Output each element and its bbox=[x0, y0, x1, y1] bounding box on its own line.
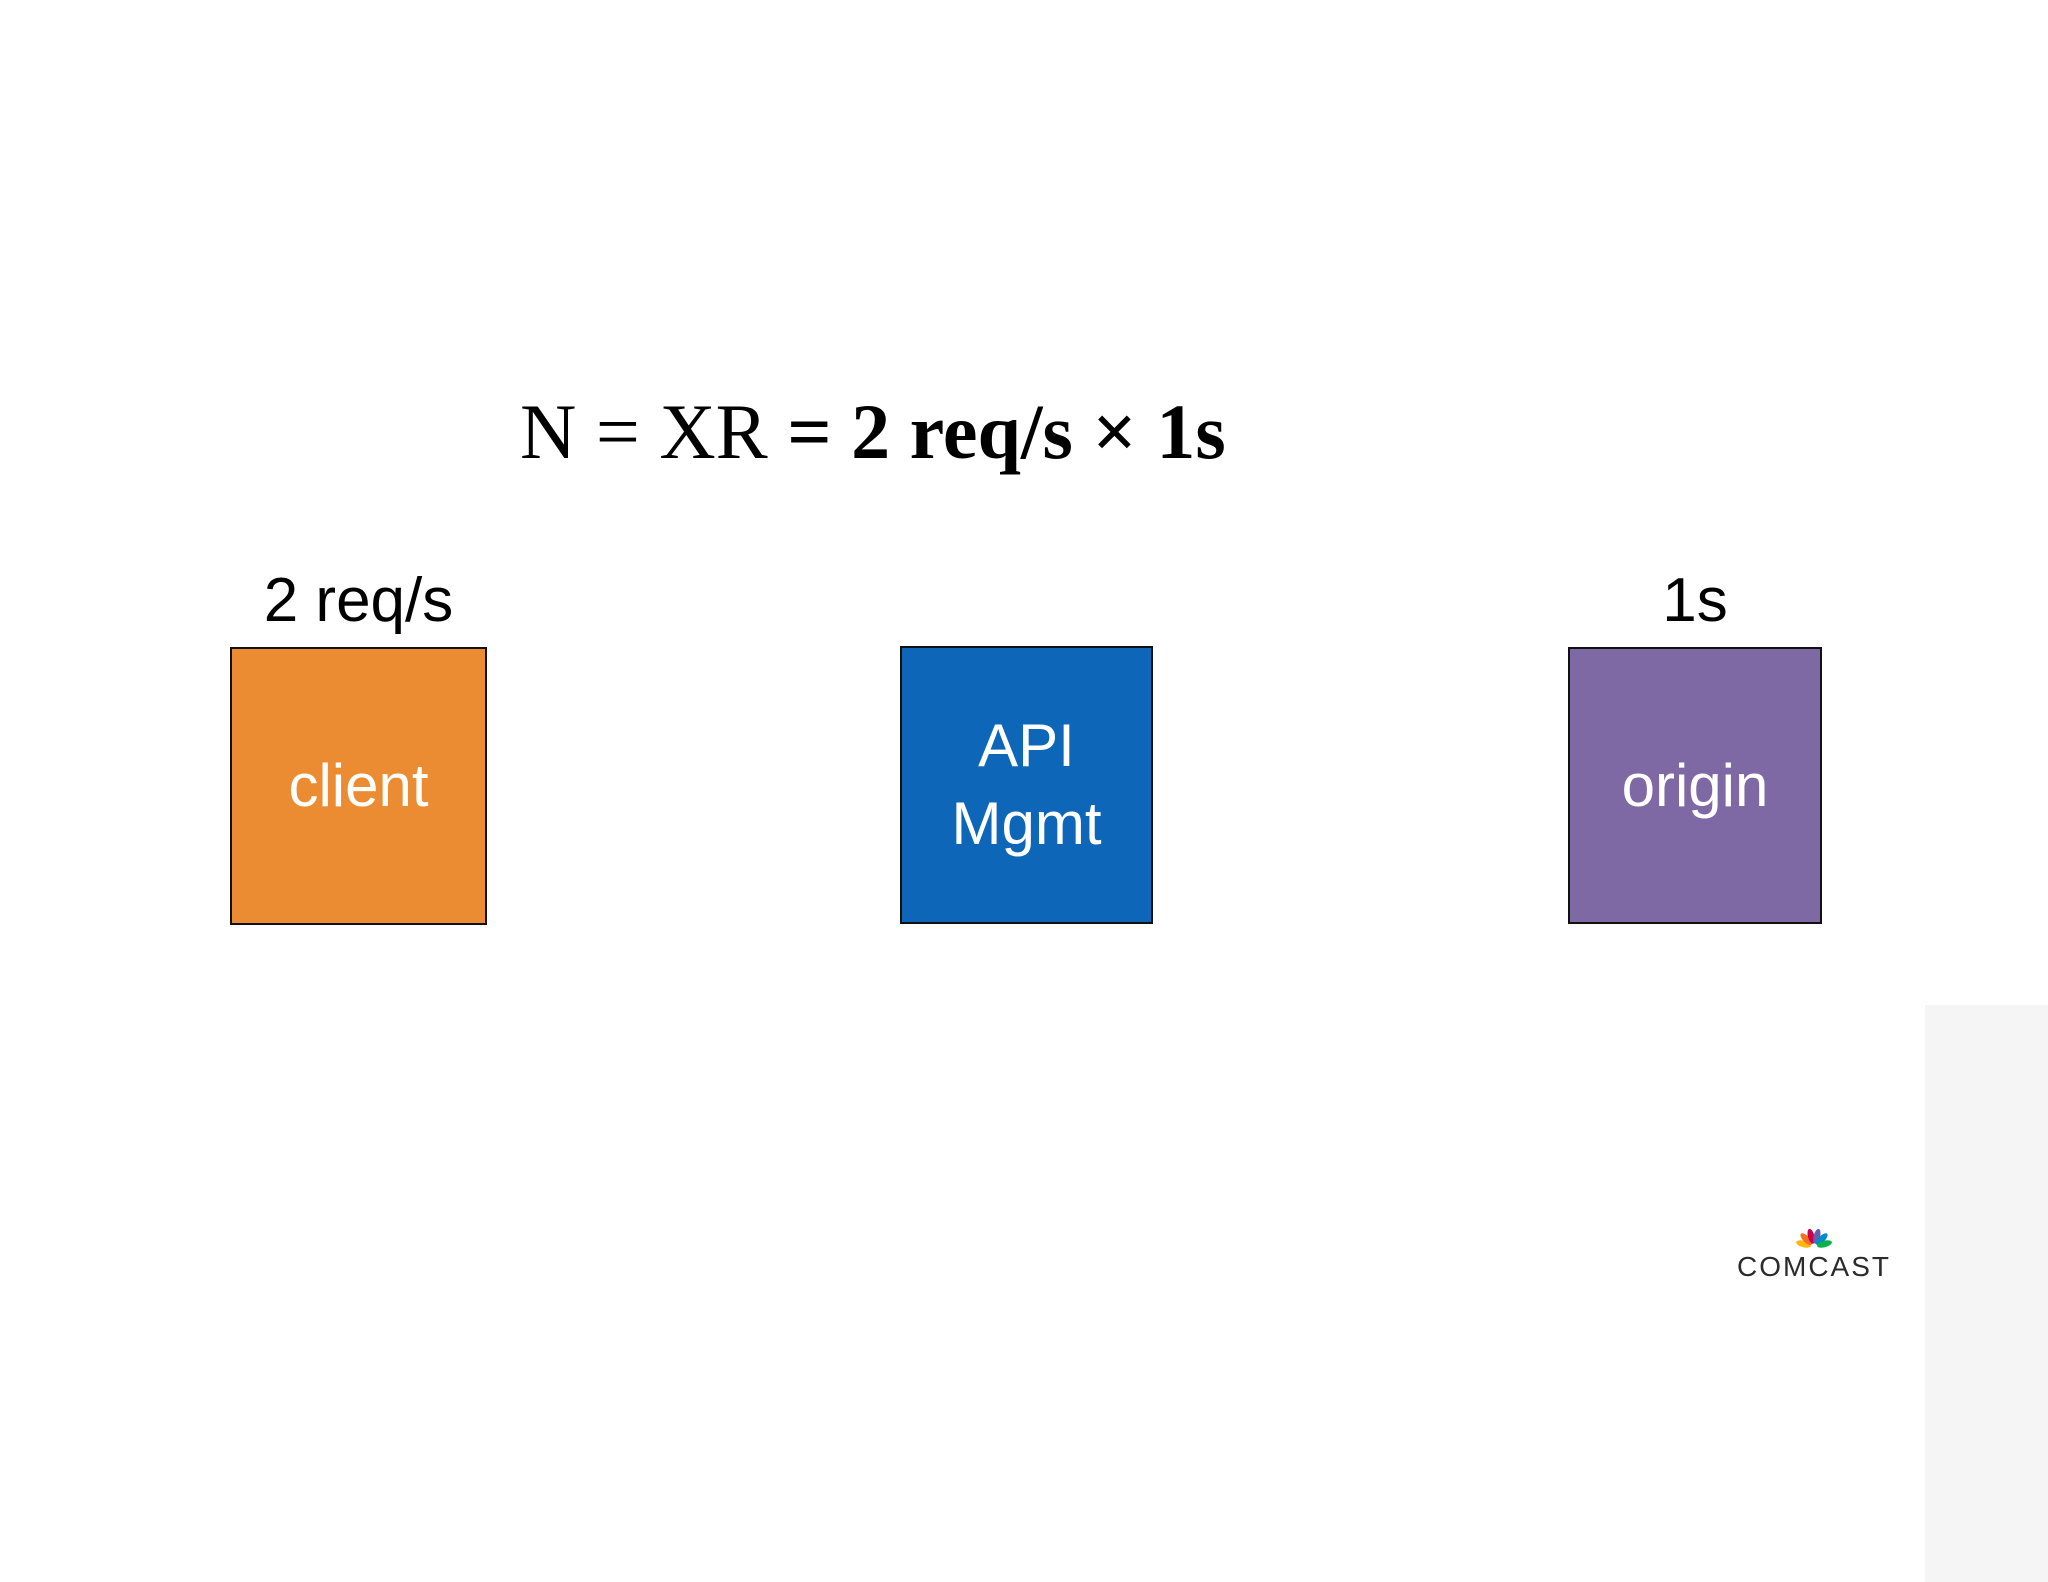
client-node-label: client bbox=[288, 752, 429, 819]
formula-bold-part: = 2 req/s × 1s bbox=[787, 388, 1226, 475]
background-edge-strip bbox=[1925, 1005, 2048, 1582]
origin-latency-label: 1s bbox=[1662, 566, 1728, 635]
peacock-feather-red bbox=[1807, 1228, 1815, 1244]
comcast-wordmark: COMCAST bbox=[1737, 1251, 1891, 1282]
origin-node-label: origin bbox=[1621, 751, 1769, 819]
peacock-feather-blue bbox=[1815, 1233, 1828, 1245]
client-rate-label: 2 req/s bbox=[263, 566, 454, 635]
formula-title: N = XR = 2 req/s × 1s bbox=[520, 386, 1226, 478]
peacock-feather-green bbox=[1817, 1240, 1832, 1248]
client-node: client bbox=[230, 647, 487, 925]
comcast-logo: COMCAST bbox=[1714, 1224, 1914, 1282]
origin-node: origin bbox=[1568, 647, 1822, 924]
api-mgmt-node-label-line1: API bbox=[978, 712, 1075, 779]
api-mgmt-node-label-line2: Mgmt bbox=[951, 790, 1102, 857]
nbc-peacock-icon bbox=[1796, 1228, 1832, 1248]
peacock-feather-orange bbox=[1800, 1233, 1813, 1245]
formula-normal-part: N = XR bbox=[520, 388, 788, 475]
api-mgmt-node: API Mgmt bbox=[900, 646, 1153, 924]
